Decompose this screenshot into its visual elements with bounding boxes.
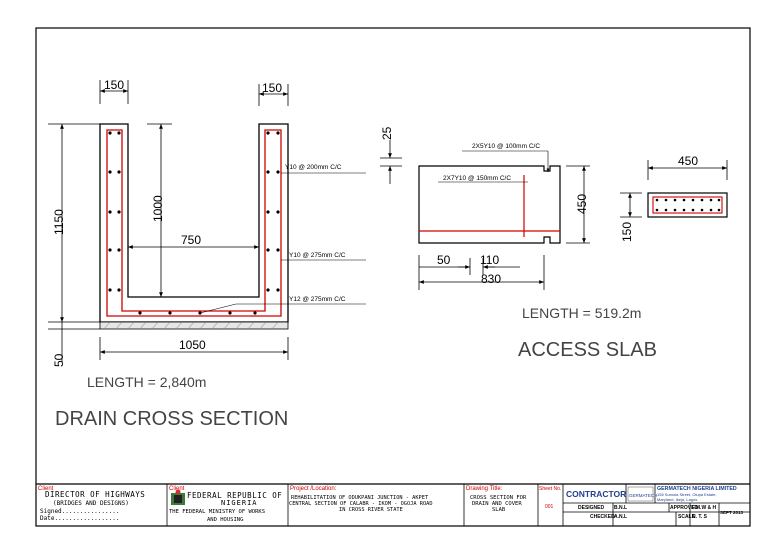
dim-450-side: 450 — [575, 194, 589, 214]
slab-rebar-top: 2X5Y10 @ 100mm C/C — [472, 143, 540, 150]
dim-110: 110 — [480, 253, 499, 267]
blinding-layer — [99, 321, 289, 330]
tb-fed-l1: FEDERAL REPUBLIC OF — [187, 491, 282, 500]
tb-date: Date.................. — [40, 515, 119, 522]
tb-scale-val: N. T. S — [692, 514, 708, 520]
tb-fed-l3: THE FEDERAL MINISTRY OF WORKS — [169, 509, 265, 515]
tb-fed-l4: AND HOUSING — [207, 517, 243, 523]
tb-project-l2: CENTRAL SECTION OF CALABR - IKOM - OGOJA… — [289, 501, 433, 507]
dim-base: 50 — [52, 353, 66, 367]
tb-drawing-l1: CROSS SECTION FOR — [470, 495, 527, 501]
tb-client2-label: Client — [169, 486, 185, 492]
tb-logo-text: GERMATECH — [629, 493, 657, 498]
dim-450-top: 450 — [678, 154, 698, 168]
tb-designed-val: B.N.L — [614, 505, 627, 511]
tb-drawing-l3: SLAB — [492, 507, 506, 513]
dim-wall-right: 150 — [262, 81, 282, 95]
slab-outline — [418, 165, 561, 244]
dim-50: 50 — [437, 253, 451, 267]
slab-section — [647, 192, 728, 218]
tb-drawing-l2: DRAIN AND COVER — [472, 501, 522, 507]
rebar-label-2: Y10 @ 275mm C/C — [289, 252, 346, 259]
tb-designed-label: DESIGNED — [578, 505, 605, 511]
rebar-label-3: Y12 @ 275mm C/C — [289, 296, 346, 303]
coat-of-arms-icon — [171, 489, 185, 505]
slab-rebar-mid: 2X7Y10 @ 150mm C/C — [443, 175, 511, 182]
tb-company-name: GERMATECH NIGERIA LIMITED — [657, 486, 737, 492]
tb-sheet-label: Sheet No. — [539, 486, 561, 492]
tb-client-l2: (BRIDGES AND DESIGNS) — [53, 500, 129, 507]
rebar-label-1: Y10 @ 200mm C/C — [285, 164, 342, 171]
tb-scale-label: SCALE — [678, 514, 696, 520]
slab-length: LENGTH = 519.2m — [522, 305, 641, 321]
tb-company-addr2: Maryland, Ikeja, Lagos — [657, 497, 697, 502]
tb-drawing-label: Drawing Title: — [466, 486, 503, 492]
drain-length: LENGTH = 2,840m — [87, 374, 206, 390]
germatech-logo-icon: GERMATECH — [627, 486, 657, 502]
tb-signed: Signed................ — [40, 508, 119, 515]
tb-fed-l2: NIGERIA — [221, 499, 258, 507]
rebar-cage — [106, 129, 282, 317]
tb-company-addr1: 155 Sumola Street, Olupa Estate, — [657, 492, 717, 497]
tb-date-val: SEPT 2013 — [720, 510, 744, 515]
tb-client-label: Client — [38, 486, 54, 492]
dim-830: 830 — [481, 272, 501, 286]
tb-approved-val: F.M.W & H — [692, 505, 717, 511]
slab-section-rebar — [652, 196, 723, 214]
access-slab: 25 2X5Y10 @ 100mm C/C 2X7Y10 @ 150mm C/C… — [380, 126, 728, 361]
slab-title: ACCESS SLAB — [518, 339, 657, 361]
tb-project-l3: IN CROSS RIVER STATE — [339, 507, 403, 513]
tb-checked-val: A.N.L — [614, 514, 627, 520]
tb-project-l1: REHABILITATION OF ODUKPANI JUNCTION - AK… — [291, 495, 429, 501]
drain-title: DRAIN CROSS SECTION — [55, 408, 288, 430]
dim-25: 25 — [380, 126, 394, 140]
dim-height-inner: 1000 — [151, 195, 165, 222]
tb-contractor: CONTRACTOR — [566, 489, 626, 499]
tb-client-l1: DIRECTOR OF HIGHWAYS — [45, 490, 145, 499]
dim-150: 150 — [620, 222, 634, 242]
drain-cross-section: 150 150 1150 50 1000 750 1050 — [48, 78, 366, 430]
drain-outline — [99, 123, 289, 323]
dim-width-total: 1050 — [179, 338, 206, 352]
tb-project-label: Project /Location: — [290, 486, 337, 492]
dim-inner-width: 750 — [181, 233, 201, 247]
tb-approved-label: APPROVED — [670, 505, 698, 511]
title-block: Client DIRECTOR OF HIGHWAYS (BRIDGES AND… — [36, 483, 750, 526]
tb-sheet-no: 001 — [545, 504, 554, 510]
dim-wall-left: 150 — [104, 78, 124, 92]
dim-height-total: 1150 — [52, 209, 66, 235]
sheet-border — [35, 27, 751, 527]
tb-checked-label: CHECKED — [590, 514, 615, 520]
